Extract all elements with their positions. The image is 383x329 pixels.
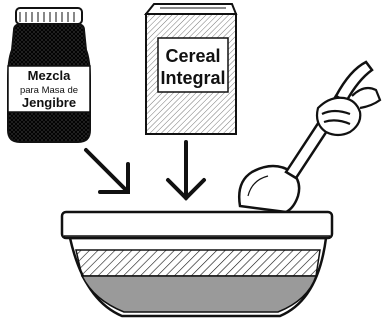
cereal-box-icon: Cereal Integral xyxy=(146,4,236,134)
jar-icon: Mezcla para Masa de Jengibre xyxy=(8,8,90,142)
jar-label-line3: Jengibre xyxy=(22,95,76,110)
cereal-label-line2: Integral xyxy=(160,68,225,88)
arrow-down-right-icon xyxy=(86,150,128,192)
jar-label-line1: Mezcla xyxy=(28,68,71,83)
cereal-label-line1: Cereal xyxy=(165,46,220,66)
spoon-icon xyxy=(239,62,372,212)
mixing-bowl-icon xyxy=(62,212,332,316)
arrow-down-icon xyxy=(168,142,204,198)
